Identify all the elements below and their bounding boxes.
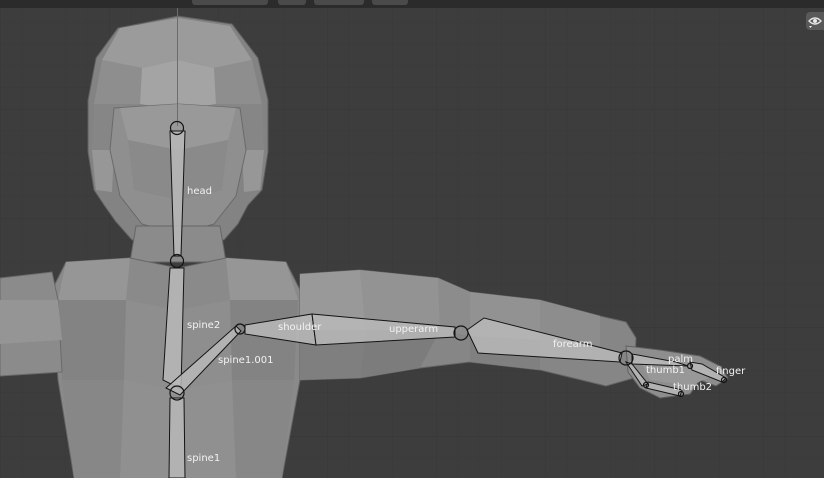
bone-label-head: head (187, 186, 212, 197)
joint-shoulder[interactable] (234, 323, 246, 335)
bone-finger[interactable] (689, 361, 727, 383)
bone-label-palm: palm (668, 354, 693, 365)
joint-palm-tail[interactable] (686, 362, 694, 370)
bone-label-finger: finger (716, 366, 746, 377)
bone-label-thumb2: thumb2 (673, 382, 712, 393)
joint-neck[interactable] (169, 253, 185, 269)
eye-icon (808, 17, 822, 28)
bone-label-shoulder: shoulder (278, 322, 322, 333)
header-snap-button[interactable] (314, 0, 364, 5)
joint-finger-tail[interactable] (720, 376, 728, 384)
bone-forearm[interactable] (466, 317, 623, 363)
character-mesh[interactable] (0, 15, 729, 478)
bone-label-thumb1: thumb1 (646, 365, 685, 376)
bone-label-spine2: spine2 (187, 320, 220, 331)
bone-label-upperarm: upperarm (389, 324, 438, 335)
viewport-header (0, 0, 824, 8)
armature[interactable] (162, 130, 727, 478)
joint-thumb1-tail[interactable] (642, 381, 650, 389)
bone-label-forearm: forearm (553, 339, 593, 350)
joint-elbow[interactable] (453, 325, 469, 341)
bone-spine1-001[interactable] (165, 325, 242, 396)
joint-wrist[interactable] (618, 350, 634, 366)
overlay-toggle-button[interactable] (806, 12, 824, 30)
joint-thumb2-tail[interactable] (677, 390, 685, 398)
joint-spine[interactable] (169, 385, 185, 401)
header-toggle-button[interactable] (278, 0, 306, 5)
joint-head-tail[interactable] (169, 120, 185, 136)
bone-spine1[interactable] (168, 397, 186, 478)
header-dropdown-button[interactable] (192, 0, 268, 5)
bone-label-spine1-001: spine1.001 (218, 355, 273, 366)
header-proportional-button[interactable] (372, 0, 408, 5)
bone-label-spine1: spine1 (187, 453, 220, 464)
